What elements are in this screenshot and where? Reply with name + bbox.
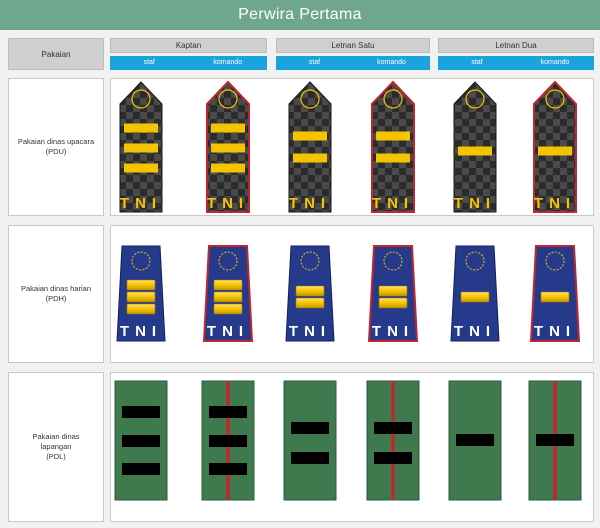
subheader-staf: staf — [308, 59, 321, 66]
row-label-pdu: Pakaian dinas upacara (PDU) — [8, 78, 104, 216]
row-label-pdl: Pakaian dinas lapangan (PDL) — [8, 372, 104, 522]
subheader-komando: komando — [540, 59, 570, 66]
cell-pdh — [110, 225, 594, 363]
subheader-letnan-satu: staf komando — [276, 56, 430, 70]
rank-header-letnan-satu: Letnan Satu — [276, 38, 430, 53]
pakaian-header: Pakaian — [8, 38, 104, 70]
row-label-pdh: Pakaian dinas harian (PDH) — [8, 225, 104, 363]
cell-pdu — [110, 78, 594, 216]
page-title: Perwira Pertama — [0, 0, 600, 30]
subheader-letnan-dua: staf komando — [438, 56, 594, 70]
rank-header-letnan-dua: Letnan Dua — [438, 38, 594, 53]
subheader-kaptan: staf komando — [110, 56, 267, 70]
subheader-komando: komando — [377, 59, 406, 66]
rank-header-kaptan: Kaptan — [110, 38, 267, 53]
subheader-staf: staf — [471, 59, 483, 66]
cell-pdl — [110, 372, 594, 522]
subheader-staf: staf — [143, 59, 155, 66]
subheader-komando: komando — [213, 59, 243, 66]
